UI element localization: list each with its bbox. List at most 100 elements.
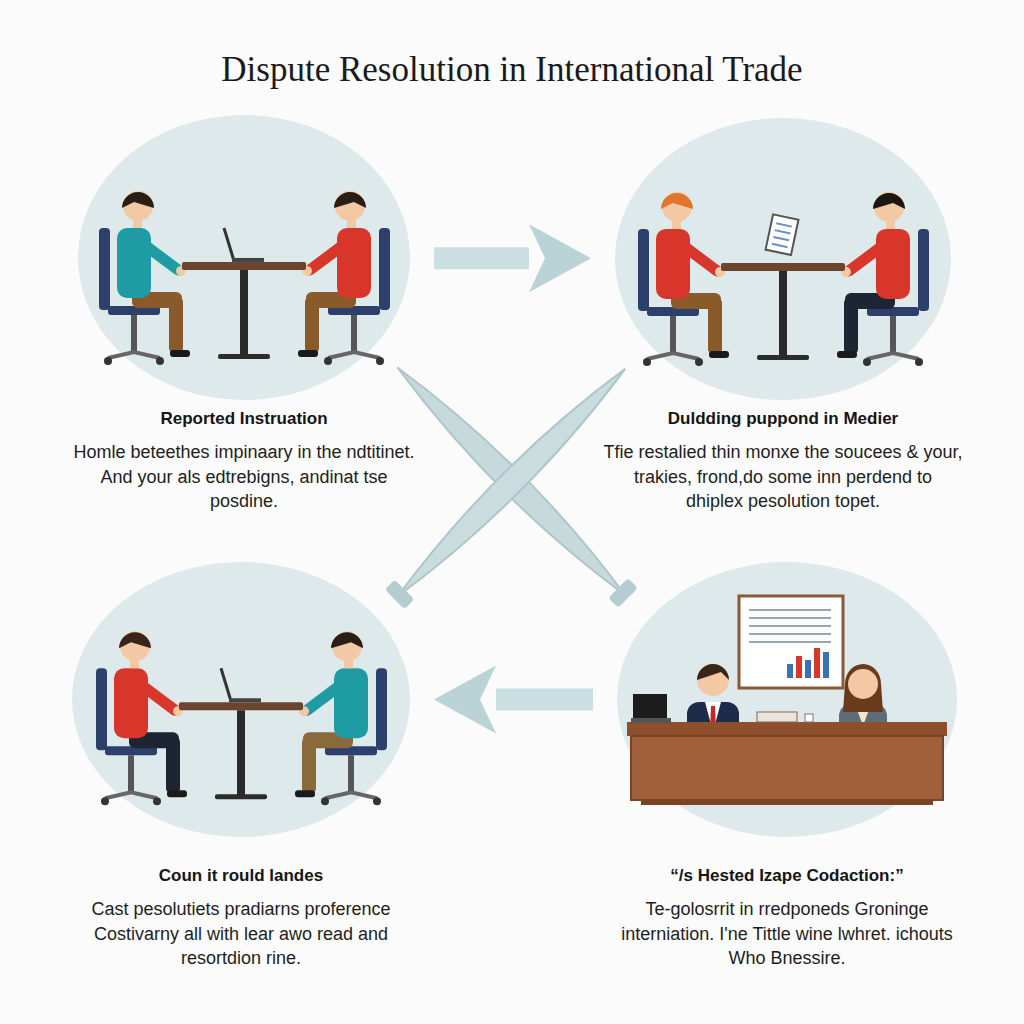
chart-bar [814, 648, 820, 678]
shoe [167, 790, 187, 797]
table-top [179, 702, 303, 710]
gavel-cap [385, 580, 415, 610]
shoe [837, 351, 857, 358]
table-leg [240, 270, 248, 356]
circle-outline [617, 562, 957, 837]
chair-base [108, 352, 160, 358]
chart-line [749, 633, 831, 635]
table-leg [779, 271, 787, 357]
arm [677, 241, 717, 271]
hair [334, 192, 366, 208]
chair-wheel [321, 797, 329, 805]
chair-wheel [863, 358, 871, 366]
shin [708, 299, 722, 353]
chair-base [867, 353, 919, 359]
laptop-base [631, 718, 671, 723]
arm [135, 680, 175, 710]
chair-wheel [104, 357, 112, 365]
circle-fill [78, 115, 410, 400]
desk-front [631, 736, 943, 800]
hair [697, 664, 729, 680]
papers [757, 712, 797, 722]
chair-back [376, 668, 387, 750]
table-top [721, 263, 845, 271]
scene-illustration [627, 596, 947, 805]
hair [873, 193, 905, 209]
circle-outline [615, 118, 951, 400]
shin [305, 298, 319, 352]
hair [119, 632, 151, 648]
table-foot [218, 354, 270, 359]
chair-wheel [101, 797, 109, 805]
chair-base [328, 352, 380, 358]
shoe [709, 351, 729, 358]
caption-block: Reported InstruationHomle beteethes impi… [66, 408, 422, 514]
scene-illustration [638, 192, 929, 366]
chair-post [890, 316, 896, 354]
circle-fill [72, 562, 410, 837]
circle-fill [617, 562, 957, 837]
chart-bar [796, 656, 802, 678]
laptop-screen [224, 228, 234, 261]
head [848, 669, 878, 699]
chair-base [325, 792, 377, 798]
head [697, 664, 729, 696]
step-heading: Reported Instruation [66, 408, 422, 430]
table-top [182, 262, 306, 270]
chair-wheel [156, 357, 164, 365]
shin [166, 738, 180, 792]
arrow-head [529, 224, 591, 292]
gavel-shaft [389, 360, 634, 605]
arrow-head [434, 666, 496, 734]
shoe [170, 350, 190, 357]
chart-line [749, 625, 831, 627]
document-line [775, 230, 791, 233]
chair-back [638, 229, 649, 311]
table-foot [215, 794, 267, 799]
arm [849, 241, 889, 271]
laptop-screen [633, 694, 667, 720]
chair-post [348, 755, 354, 793]
head [332, 631, 362, 661]
document-line [772, 244, 788, 247]
head [123, 191, 153, 221]
desk-top [627, 722, 947, 736]
laptop-screen [221, 668, 231, 701]
illustrated-circle: Reported InstruationHomle beteethes impi… [78, 115, 410, 400]
step-description: Cast pesolutiets pradiarns proference Co… [60, 897, 422, 970]
chart-bar [805, 660, 811, 678]
head [120, 631, 150, 661]
head [874, 192, 904, 222]
hair [661, 193, 693, 209]
caption-block: “/s Hested Izape Codaction:”Te-golosrrit… [605, 865, 969, 971]
caption-block: Coun it rould landesCast pesolutiets pra… [60, 865, 422, 971]
chair-wheel [695, 358, 703, 366]
arm [138, 240, 178, 270]
head [662, 192, 692, 222]
wall-chart [739, 596, 843, 688]
circle-fill [615, 118, 951, 400]
diagram-title: Dispute Resolution in International Trad… [0, 50, 1024, 90]
scene-illustration [99, 191, 390, 365]
chart-line [749, 617, 831, 619]
gavel-cap [608, 578, 638, 608]
circle-outline [78, 115, 410, 400]
table-leg [237, 710, 245, 796]
shoe [298, 350, 318, 357]
chair-back [99, 228, 110, 310]
chair-back [96, 668, 107, 750]
chart-line [749, 641, 831, 643]
shoe [295, 790, 315, 797]
head [335, 191, 365, 221]
chair-wheel [915, 358, 923, 366]
step-heading: “/s Hested Izape Codaction:” [605, 865, 969, 887]
illustrated-circle: “/s Hested Izape Codaction:”Te-golosrrit… [617, 562, 957, 837]
chart-line [749, 609, 831, 611]
chair-wheel [324, 357, 332, 365]
step-heading: Duldding puppond in Medier [603, 408, 963, 430]
gavel-right [385, 359, 635, 609]
cup [805, 714, 813, 722]
chart-bar [823, 652, 829, 678]
shin [302, 738, 316, 792]
chair-wheel [373, 797, 381, 805]
